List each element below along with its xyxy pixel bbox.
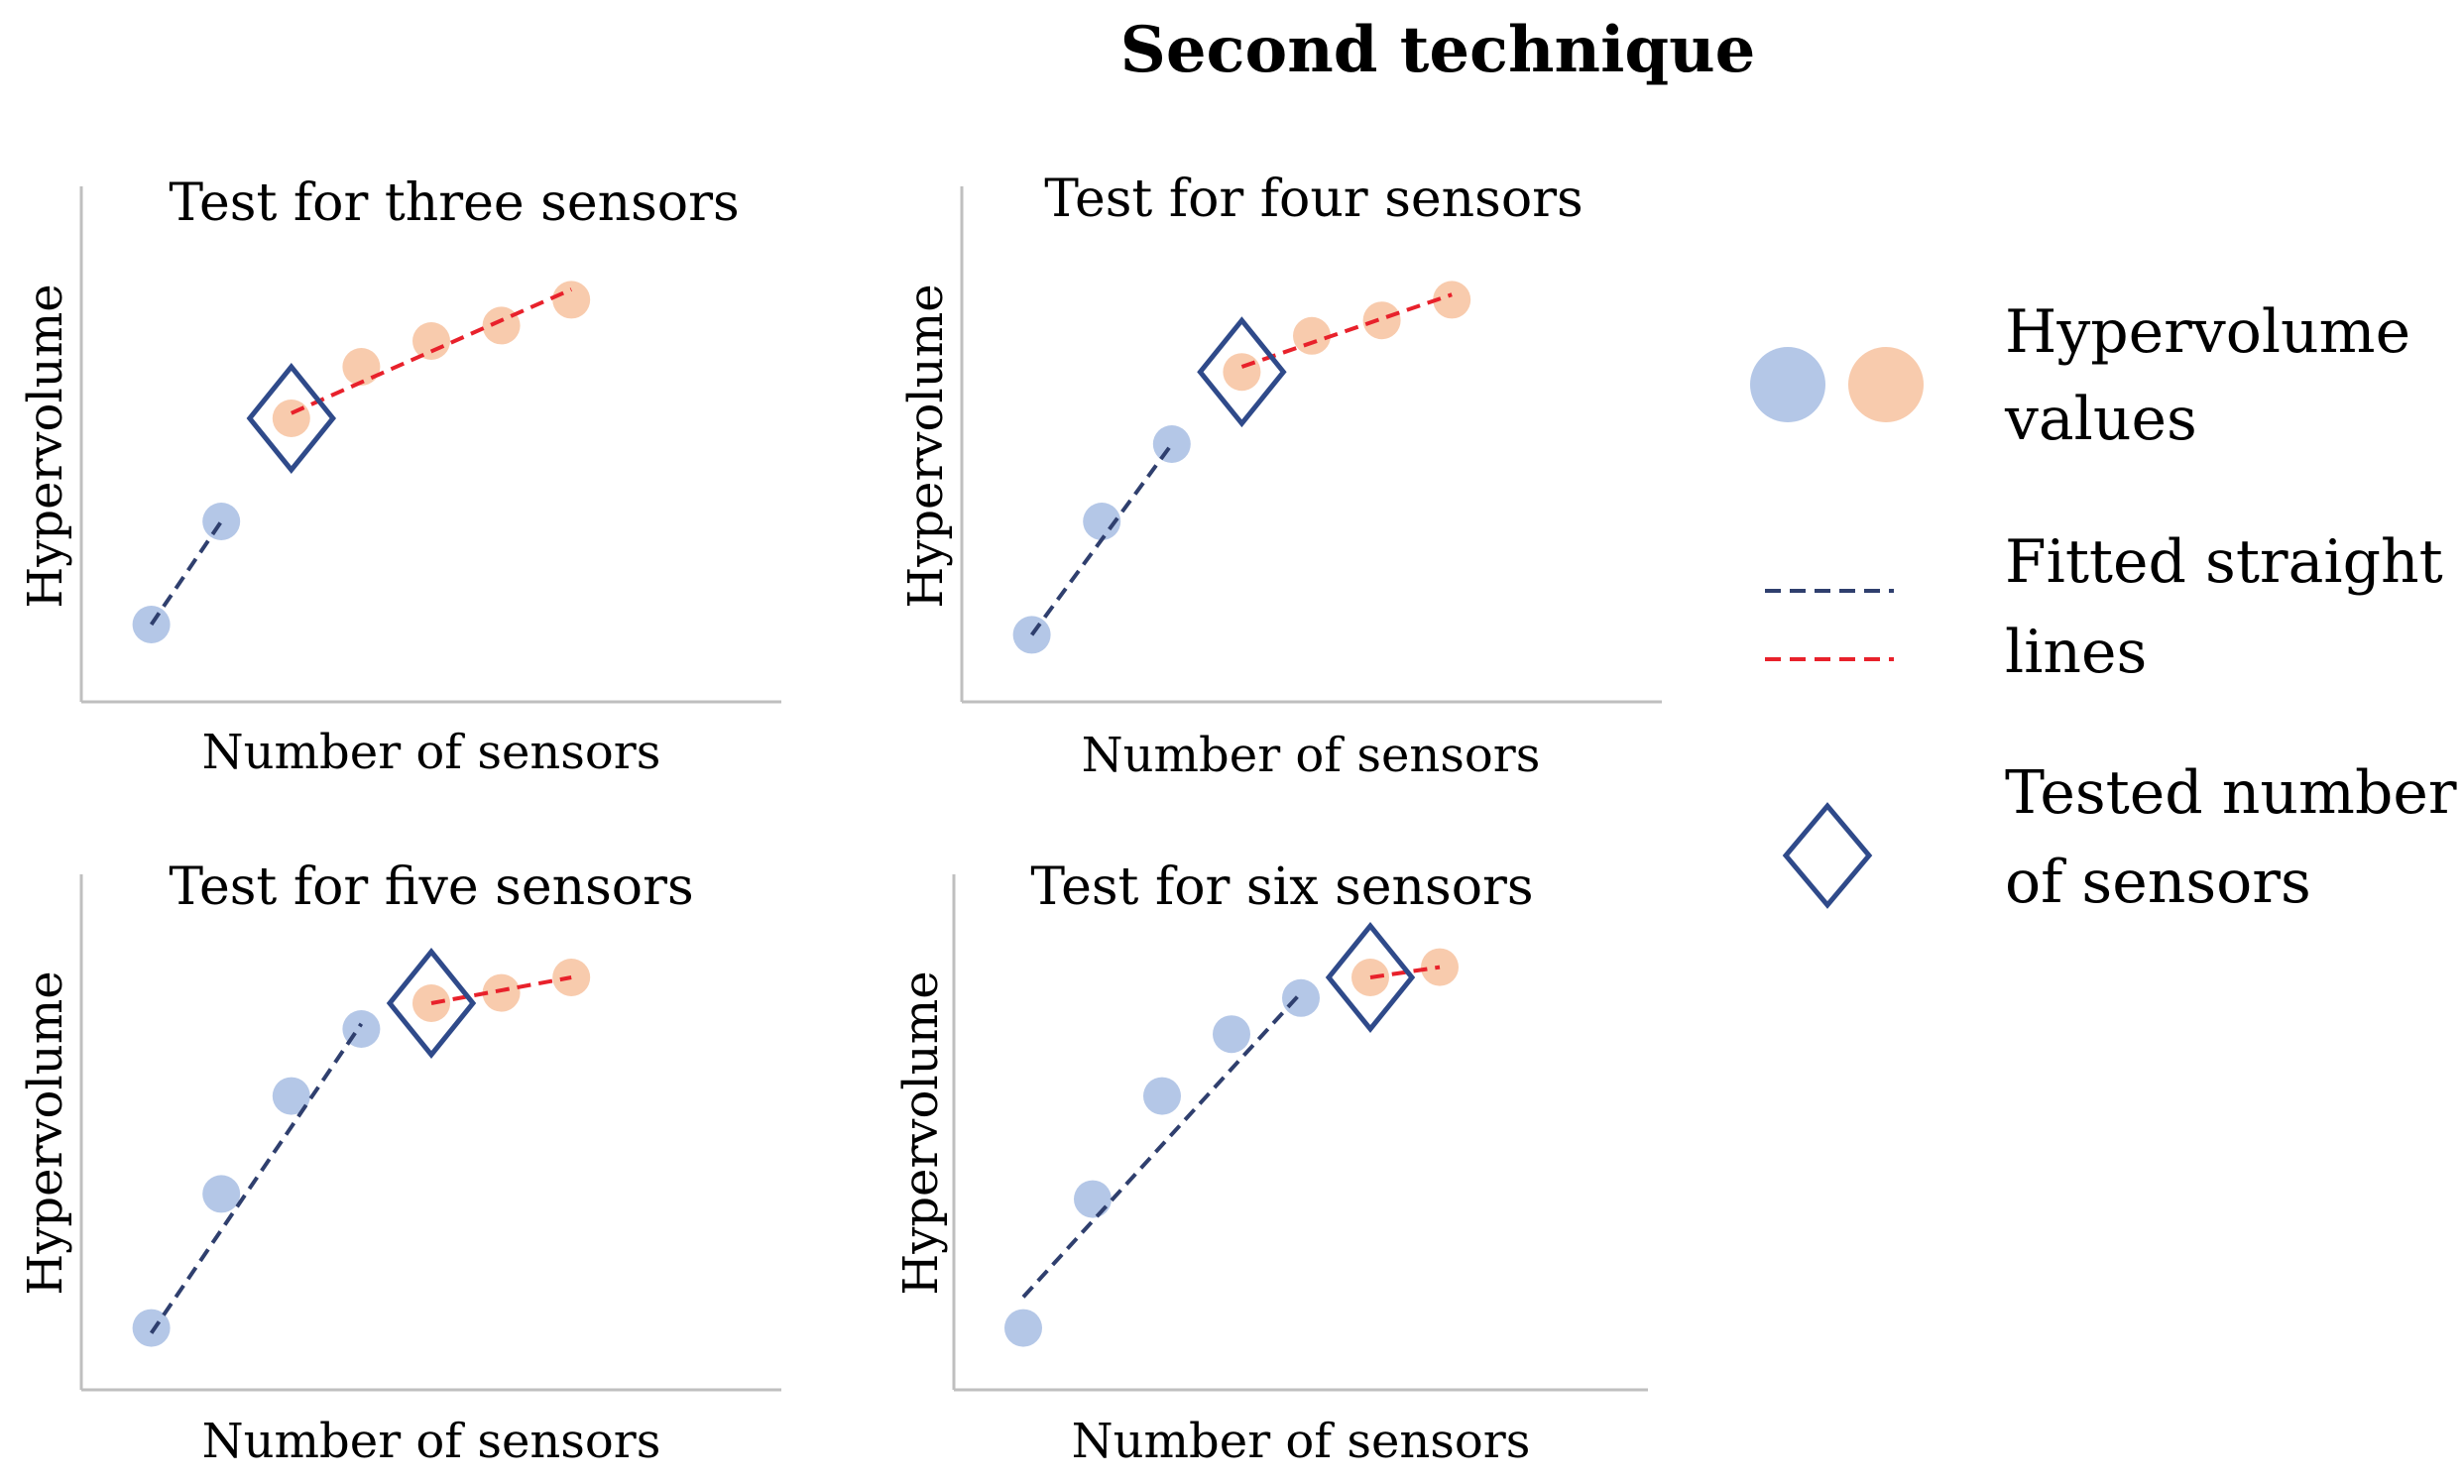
blue-point	[1143, 1077, 1181, 1115]
legend-diamond-label-line1: Tested number	[2005, 758, 2457, 828]
legend-diamond	[1782, 802, 1873, 909]
legend-blue-point	[1750, 347, 1825, 422]
blue-point	[1152, 425, 1191, 463]
blue-point	[132, 1309, 171, 1347]
x-axis-label: Number of sensors	[202, 725, 661, 780]
red-fit-line	[290, 287, 573, 415]
legend-orange-point	[1848, 347, 1924, 422]
tested-diamond	[1197, 316, 1287, 428]
blue-fit-line	[1029, 442, 1174, 636]
orange-point	[412, 322, 450, 360]
orange-point	[1293, 316, 1331, 355]
blue-point	[1004, 1309, 1042, 1347]
y-axis-label: Hypervolume	[18, 284, 73, 608]
legend-points-label-line2: values	[2004, 385, 2197, 454]
blue-fit-line	[149, 1022, 364, 1334]
orange-point	[482, 306, 521, 345]
orange-point	[1433, 281, 1471, 319]
x-axis-label: Number of sensors	[202, 1414, 661, 1469]
panel-title: Test for six sensors	[1030, 857, 1533, 917]
legend-lines-label-line2: lines	[2005, 618, 2147, 687]
legend-points-label-line1: Hypervolume	[2005, 297, 2410, 367]
blue-fit-line	[1021, 991, 1303, 1299]
orange-point	[552, 281, 591, 319]
x-axis-label: Number of sensors	[1072, 1414, 1531, 1469]
y-axis-label: Hypervolume	[893, 970, 949, 1295]
x-axis-label: Number of sensors	[1082, 728, 1541, 783]
orange-point	[1223, 353, 1261, 392]
tested-diamond	[1325, 922, 1416, 1033]
blue-point	[202, 503, 241, 540]
tested-diamond	[386, 948, 477, 1059]
red-fit-line	[1240, 292, 1453, 369]
legend-diamond-label-line2: of sensors	[2005, 848, 2311, 917]
panel-title: Test for three sensors	[169, 173, 739, 233]
blue-point	[272, 1077, 310, 1115]
legend-lines-label-line1: Fitted straight	[2005, 527, 2443, 597]
y-axis-label: Hypervolume	[898, 284, 954, 608]
panel-title: Test for five sensors	[169, 857, 693, 917]
blue-point	[1074, 1180, 1112, 1218]
main-title: Second technique	[1120, 13, 1756, 87]
red-fit-line	[430, 975, 572, 1005]
y-axis-label: Hypervolume	[18, 970, 73, 1295]
panel-title: Test for four sensors	[1044, 170, 1583, 229]
blue-point	[1083, 503, 1121, 540]
orange-point	[342, 348, 381, 386]
tested-diamond	[246, 363, 337, 474]
orange-point	[1362, 301, 1401, 340]
blue-point	[202, 1175, 241, 1213]
blue-point	[1282, 978, 1320, 1017]
orange-point	[272, 400, 310, 437]
legend: Hypervolume values Fitted straight lines…	[1750, 297, 2457, 917]
blue-point	[1213, 1015, 1250, 1054]
orange-point	[482, 973, 521, 1012]
